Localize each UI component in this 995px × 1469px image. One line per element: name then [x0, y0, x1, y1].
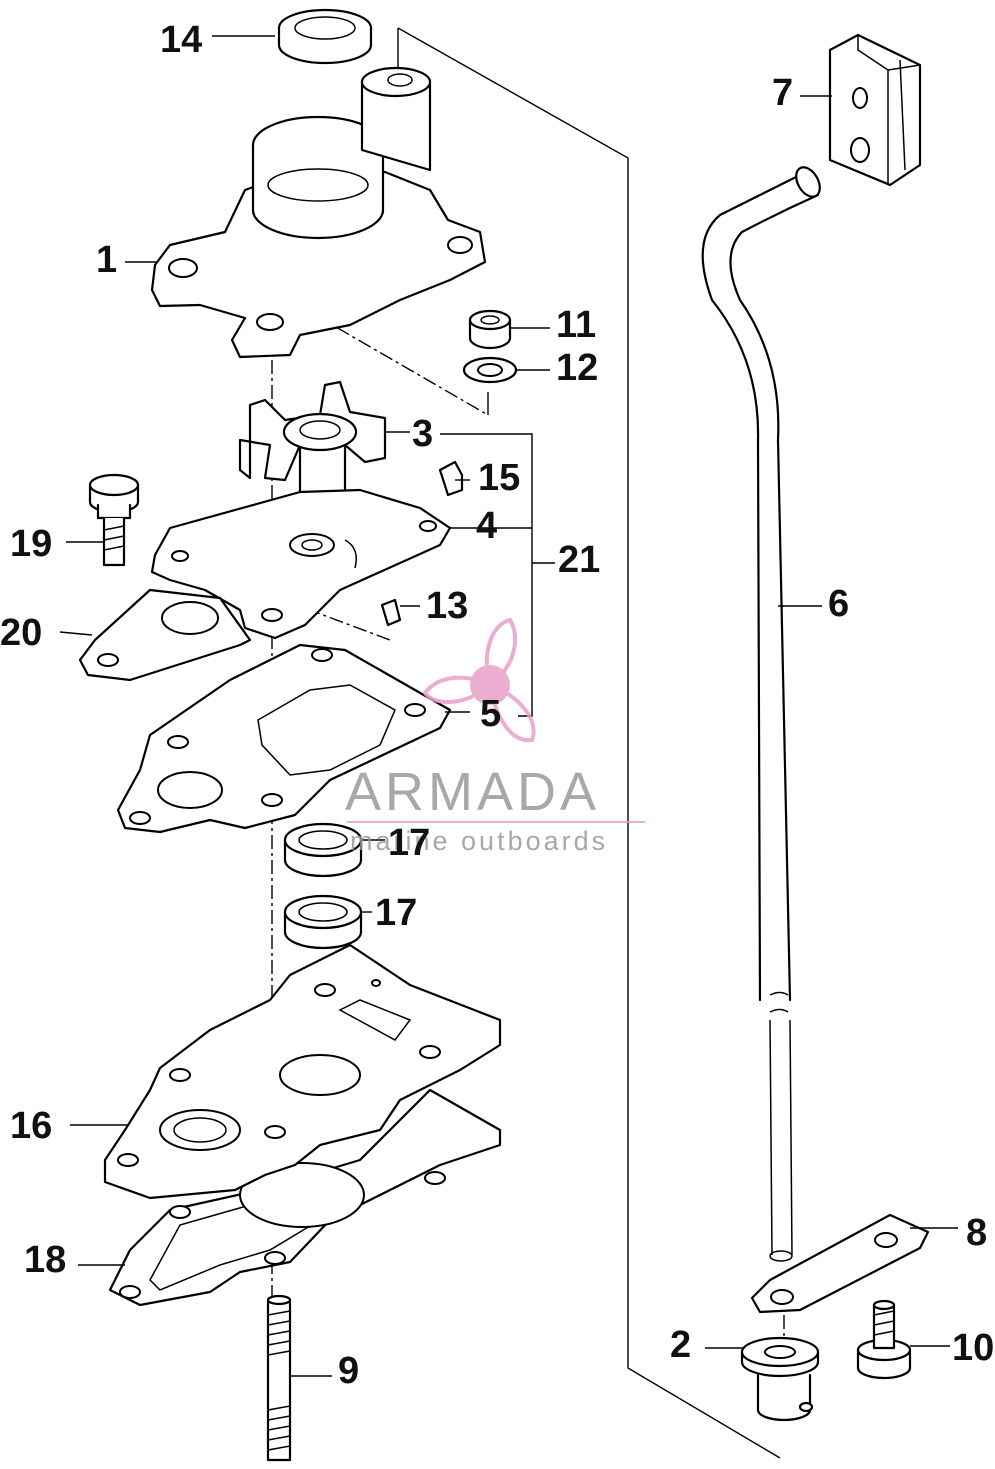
callout-leader-lines	[59, 35, 958, 1377]
callout-13: 13	[426, 585, 468, 627]
part-oil-seal-14	[277, 8, 373, 65]
part-pin-13	[380, 598, 402, 627]
part-key-15	[438, 460, 464, 497]
callout-2: 2	[670, 1324, 691, 1366]
callout-labels: 14 1 11 12 3 15 4 21 19 13 20 5 17 17 16…	[0, 19, 994, 1392]
part-bolt-19	[88, 473, 140, 567]
callout-16: 16	[10, 1105, 52, 1147]
callout-17-upper: 17	[388, 822, 430, 864]
part-collar-11	[468, 309, 512, 350]
callout-18: 18	[24, 1239, 66, 1281]
part-oil-seal-17-lower	[283, 894, 363, 950]
callout-21: 21	[558, 539, 600, 581]
part-water-tube-6	[701, 166, 821, 1262]
callout-6: 6	[828, 583, 849, 625]
callout-20: 20	[0, 612, 42, 654]
callout-7: 7	[772, 72, 793, 114]
callout-19: 19	[10, 523, 52, 565]
armada-watermark: ARMADA marine outboards	[345, 617, 645, 856]
part-washer-12	[462, 356, 518, 384]
propeller-icon	[422, 617, 536, 743]
watermark-brand-name: ARMADA	[345, 762, 600, 822]
part-liner-plate-4	[150, 488, 452, 640]
callout-1: 1	[96, 239, 117, 281]
part-grommet-2	[740, 1336, 820, 1422]
callout-8: 8	[966, 1212, 987, 1254]
callout-17-lower: 17	[375, 892, 417, 934]
part-impeller-3	[238, 380, 387, 502]
watermark-tagline: marine outboards	[350, 826, 608, 856]
part-stud-bolt-9	[266, 1294, 292, 1462]
callout-5: 5	[480, 693, 501, 735]
callout-14: 14	[160, 19, 202, 61]
part-plate-20	[78, 588, 252, 682]
callout-4: 4	[476, 505, 497, 547]
part-bolt-10	[856, 1299, 912, 1380]
part-pump-body-16	[103, 943, 502, 1200]
callout-15: 15	[478, 457, 520, 499]
callout-9: 9	[338, 1350, 359, 1392]
part-connector-7	[828, 33, 922, 187]
callout-10: 10	[952, 1327, 994, 1369]
part-pump-case-1	[150, 66, 487, 359]
callout-11: 11	[556, 304, 596, 346]
callout-3: 3	[412, 413, 433, 455]
callout-12: 12	[556, 347, 598, 389]
part-bracket-8	[750, 1213, 930, 1314]
part-gasket-5	[116, 643, 452, 834]
part-gasket-18	[108, 1088, 502, 1307]
